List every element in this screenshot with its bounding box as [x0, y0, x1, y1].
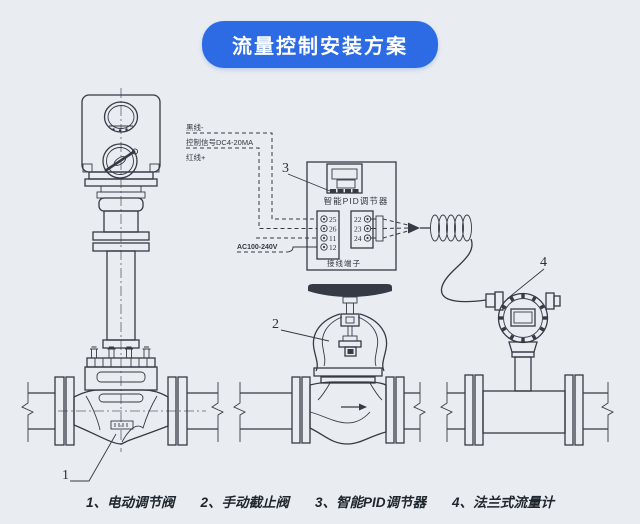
pipe-break-icon	[601, 382, 614, 442]
svg-text:11: 11	[329, 234, 336, 243]
flange	[395, 376, 405, 444]
power-label: AC100-240V	[237, 244, 278, 251]
actuator-handwheel	[102, 143, 138, 179]
flange	[385, 376, 395, 444]
callout-3-leader	[287, 173, 331, 192]
coiled-cable-icon	[430, 214, 472, 242]
flange	[474, 374, 484, 446]
cable-junction-icon	[408, 222, 420, 234]
callout-4: 4	[540, 255, 547, 270]
meter-display	[510, 308, 536, 327]
callout-1-leader	[70, 433, 117, 482]
callout-1: 1	[62, 468, 69, 483]
wire-power-2	[285, 246, 317, 253]
flow-arrow-icon	[359, 403, 367, 411]
sensor-cable	[382, 214, 487, 303]
flange-flow-meter: 4	[464, 255, 584, 446]
legend-item-4: 4、法兰式流量计	[452, 495, 555, 510]
button-icon	[337, 189, 344, 193]
controller-name-label: 智能PID调节器	[324, 196, 389, 206]
svg-text:24: 24	[354, 234, 362, 243]
pipe-run	[21, 382, 614, 442]
legend-item-1: 1、电动调节阀	[85, 495, 175, 510]
bonnet-bolts	[90, 346, 151, 358]
terminal-icon	[320, 215, 328, 223]
terminal-icon	[363, 215, 372, 223]
flange	[167, 376, 177, 446]
terminal-icon	[320, 243, 328, 251]
flange	[301, 376, 311, 444]
terminal-block-left: 25 26 11 12	[316, 210, 340, 260]
wire-red	[186, 147, 317, 229]
button-icon	[345, 189, 351, 193]
meter-head	[497, 292, 549, 344]
flange	[65, 376, 75, 446]
pipe-break-icon	[440, 382, 453, 442]
wire-black	[186, 132, 317, 220]
callout-4-leader	[506, 268, 545, 300]
meter-body	[482, 390, 566, 434]
signal-label: 控制信号DC4-20MA	[186, 137, 253, 147]
terminal-block-right: 22 23 24	[350, 210, 384, 249]
control-wiring: 黑线- 控制信号DC4-20MA 红线+ AC100-240V	[186, 122, 317, 253]
button-icon	[352, 189, 359, 193]
terminal-icon	[320, 224, 328, 233]
meter-head-segments	[499, 294, 547, 342]
cable-drop	[440, 238, 487, 303]
svg-text:22: 22	[354, 215, 362, 224]
svg-text:12: 12	[329, 243, 337, 252]
terminals-label: 接线端子	[327, 258, 361, 268]
page-title: 流量控制安装方案	[232, 36, 408, 58]
controller-enclosure	[306, 161, 397, 271]
callout-2: 2	[272, 317, 279, 332]
title-banner: 流量控制安装方案	[202, 21, 438, 68]
pipe-break-icon	[233, 382, 246, 442]
electric-control-valve: 1	[54, 94, 188, 483]
pipe-break-icon	[21, 382, 34, 442]
legend-item-3: 3、智能PID调节器	[315, 495, 427, 510]
pipe-break-icon	[211, 382, 224, 442]
legend-caption: 1、电动调节阀 2、手动截止阀 3、智能PID调节器 4、法兰式流量计	[0, 491, 640, 511]
controller-display	[326, 163, 363, 194]
callout-3: 3	[282, 161, 289, 176]
black-wire-label: 黑线-	[186, 122, 204, 132]
flange	[177, 376, 188, 446]
nameplate	[110, 420, 134, 430]
manual-stop-valve: 2	[272, 284, 405, 445]
callout-2-leader	[280, 329, 330, 342]
terminal-icon	[363, 224, 372, 233]
actuator-dome	[103, 101, 139, 133]
red-wire-label: 红线+	[186, 152, 206, 162]
pipe-break-icon	[413, 382, 426, 442]
flange	[574, 374, 584, 446]
pid-controller: 智能PID调节器 25 26 11 12 22 23 24	[282, 161, 397, 271]
flange	[464, 374, 474, 446]
svg-text:26: 26	[329, 225, 337, 234]
terminal-icon	[320, 234, 328, 242]
terminal-icon	[363, 234, 372, 242]
valve-body	[73, 389, 169, 445]
centerlines	[58, 88, 206, 452]
button-icon	[330, 189, 336, 193]
handwheel	[308, 284, 392, 297]
flange	[564, 374, 574, 446]
legend-item-2: 2、手动截止阀	[200, 495, 289, 510]
flange	[54, 376, 65, 446]
flange	[291, 376, 301, 444]
svg-text:23: 23	[354, 225, 362, 234]
svg-text:25: 25	[329, 215, 337, 224]
